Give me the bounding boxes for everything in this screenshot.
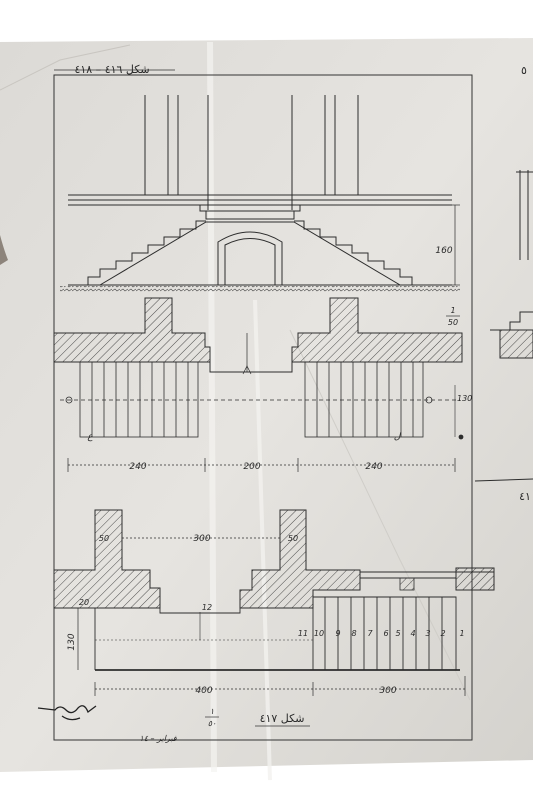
side-sketch [474, 170, 533, 482]
upper-dimension-line [67, 458, 456, 472]
step-number: 10 [314, 629, 324, 638]
dim-right-upper: 240 [365, 462, 382, 472]
drawing-frame [53, 69, 473, 741]
dim-bottom-left: 400 [195, 686, 212, 696]
letter-left: ع [87, 432, 93, 442]
scale-numerator: ١ [210, 707, 214, 716]
dim-height-lower: 130 [67, 633, 77, 650]
lower-height-dimension [72, 607, 84, 670]
dim-left-upper: 240 [129, 462, 146, 472]
dim-center-upper: 200 [243, 462, 260, 472]
scale-denominator: ٥٠ [208, 719, 217, 728]
step-number: 2 [440, 629, 445, 638]
letter-right: ل [394, 432, 402, 442]
step-number: 7 [367, 629, 373, 638]
lower-bottom-dimension [94, 676, 466, 696]
svg-text:50: 50 [448, 318, 458, 327]
ground-line [60, 286, 460, 292]
step-number: 6 [383, 629, 388, 638]
upper-foundation [53, 297, 463, 375]
dim-height-upper: 160 [435, 246, 452, 256]
step-numbers: 11 10 9 8 7 6 5 4 3 2 1 [298, 629, 465, 638]
bottom-title-block: ١ ٥٠ شكل ٤١٧ فبراير – ١٤ [139, 707, 310, 743]
date-stamp: فبراير – ١٤ [139, 734, 176, 743]
figure-title-bottom: شكل ٤١٧ [260, 712, 305, 725]
lower-outline [94, 571, 494, 671]
dim-bottom-right: 300 [379, 686, 396, 696]
step-number: 3 [425, 629, 430, 638]
dim-small-mid: 12 [202, 603, 212, 612]
dim-col-right: 50 [288, 534, 298, 543]
dim-col-left: 50 [99, 534, 109, 543]
svg-text:1: 1 [450, 306, 455, 315]
upper-elevation [68, 95, 460, 286]
side-label: ٤١ [519, 490, 531, 503]
step-number: 11 [298, 629, 308, 638]
dim-small-left: 20 [79, 598, 89, 607]
step-number: 9 [335, 629, 340, 638]
dim-top-lower: 300 [193, 534, 210, 544]
signature [37, 705, 97, 721]
corner-mark: ٥ [521, 64, 527, 77]
upper-steps-plan [60, 361, 464, 440]
lower-section [53, 509, 495, 609]
step-number: 1 [459, 629, 464, 638]
figure-title-top: شكل ٤١٦ – ٤١٨ [74, 63, 149, 76]
step-number: 8 [351, 629, 356, 638]
step-number: 5 [395, 629, 400, 638]
dim-side-upper: 130 [457, 394, 472, 403]
scale-label-upper: 1 50 [446, 306, 460, 327]
step-number: 4 [410, 629, 415, 638]
